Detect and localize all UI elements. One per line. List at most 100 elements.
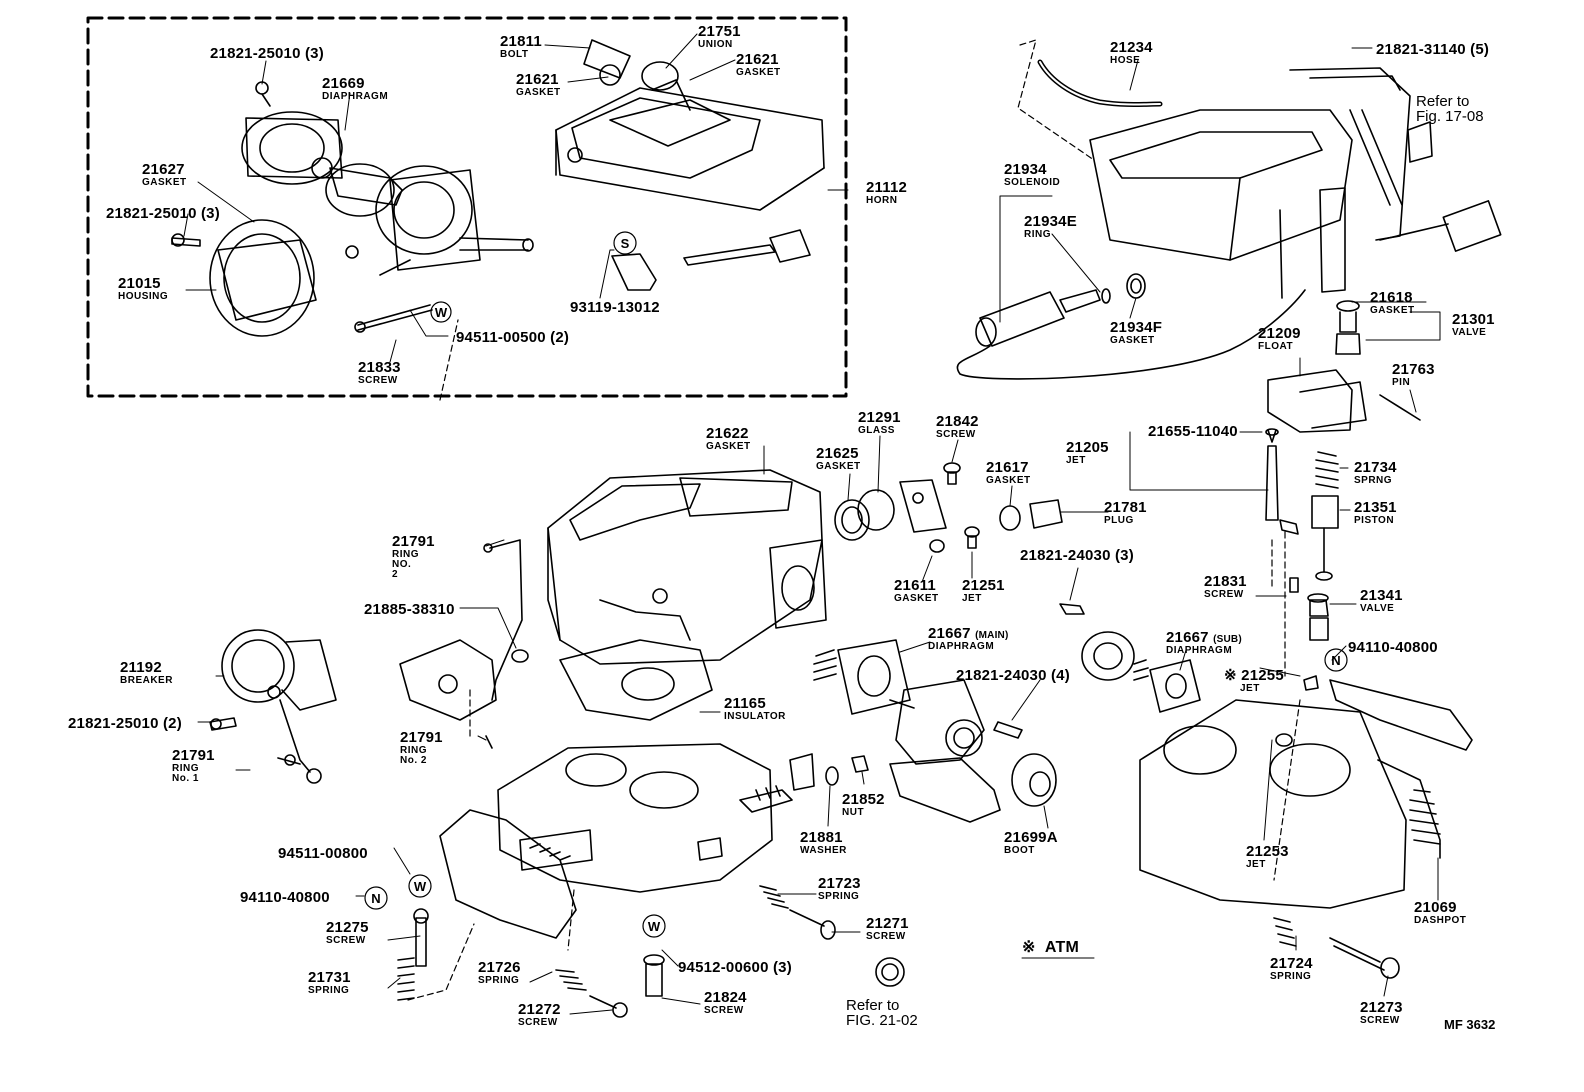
part-name: SCREW xyxy=(866,931,906,942)
part-name: DIAPHRAGM xyxy=(322,91,389,102)
part-name: NUT xyxy=(842,807,865,818)
part-label-p40: 21821-24030 (3) xyxy=(1020,547,1134,564)
part-name: SCREW xyxy=(326,935,366,946)
part-number: 21811 xyxy=(500,33,542,50)
part-number: 21618 xyxy=(1370,289,1413,306)
hose-drawing xyxy=(1037,59,1163,107)
part-name: DASHPOT xyxy=(1414,915,1467,926)
small-screws-drawing xyxy=(171,233,433,333)
part-label-p62: 94512-00600 (3) xyxy=(678,959,792,976)
part-number: 21622 xyxy=(706,425,749,442)
nut-marker-1-text: N xyxy=(1331,653,1340,668)
part-name: SPRING xyxy=(308,985,350,996)
part-name: SCREW xyxy=(358,375,398,386)
part-name: GASKET xyxy=(986,475,1031,486)
part-number: 21341 xyxy=(1360,587,1403,604)
washer-marker-1-text: W xyxy=(435,305,448,320)
part-number: 21934 xyxy=(1004,161,1047,178)
part-name: SCREW xyxy=(518,1017,558,1028)
part-number: 21667 xyxy=(928,625,971,642)
part-label-p06: 94511-00500 (2) xyxy=(456,329,570,346)
part-tag: (SUB) xyxy=(1213,634,1242,645)
part-name: SCREW xyxy=(1360,1015,1400,1026)
part-label-p50: 21821-24030 (4) xyxy=(956,667,1070,684)
nut-marker-1 xyxy=(1324,648,1348,672)
part-name: JET xyxy=(962,593,982,604)
part-number: 21271 xyxy=(866,915,909,932)
part-name: VALVE xyxy=(1360,603,1395,614)
part-number: 21734 xyxy=(1354,459,1397,476)
part-number: 21112 xyxy=(866,179,908,196)
part-name: VALVE xyxy=(1452,327,1487,338)
part-number: 21791 xyxy=(400,729,443,746)
part-label-p56: 94511-00800 xyxy=(278,845,368,862)
dashed-leaders xyxy=(407,39,1301,1001)
figure-code: MF 3632 xyxy=(1444,1017,1496,1032)
part-name: SPRING xyxy=(478,975,520,986)
part-name: SPRING xyxy=(818,891,860,902)
part-name: PIN xyxy=(1392,377,1411,388)
part-name: HORN xyxy=(866,195,898,206)
part-name: DIAPHRAGM xyxy=(928,641,995,652)
part-number: Refer to xyxy=(1416,93,1470,110)
part-name: GASKET xyxy=(816,461,861,472)
part-number: 21763 xyxy=(1392,361,1435,378)
part-number: 21273 xyxy=(1360,999,1403,1016)
leader-lines xyxy=(183,33,1441,1015)
part-name: WASHER xyxy=(800,845,847,856)
part-number: 21192 xyxy=(120,659,162,676)
part-name: GASKET xyxy=(142,177,187,188)
sight-glass-drawing xyxy=(834,462,1063,553)
air-horn-drawing xyxy=(555,39,825,291)
part-number: 21852 xyxy=(842,791,885,808)
part-name: JET xyxy=(1240,683,1260,694)
part-name: RING No. 2 xyxy=(400,745,427,766)
part-number: 21234 xyxy=(1110,39,1153,56)
atm-legend-text: ATM xyxy=(1044,939,1079,956)
needle-valve-float-drawing xyxy=(1265,300,1421,535)
part-number: 21255 xyxy=(1241,667,1284,684)
part-number: 21621 xyxy=(736,51,779,68)
lower-right-body-drawing xyxy=(1139,675,1473,979)
power-piston-drawing xyxy=(1289,451,1339,641)
part-name: HOSE xyxy=(1110,55,1141,66)
part-name: GASKET xyxy=(1110,335,1155,346)
part-name: DIAPHRAGM xyxy=(1166,645,1233,656)
part-label-p01: 21821-25010 (3) xyxy=(210,45,324,62)
part-number: 21667 xyxy=(1166,629,1209,646)
part-label-p13: 93119-13012 xyxy=(570,299,660,316)
part-number: 21627 xyxy=(142,161,185,178)
part-number: 21781 xyxy=(1104,499,1147,516)
part-number: 21833 xyxy=(358,359,401,376)
part-number: 21272 xyxy=(518,1001,561,1018)
bottom-fasteners-drawing xyxy=(397,755,905,1018)
seal-marker xyxy=(613,231,637,255)
